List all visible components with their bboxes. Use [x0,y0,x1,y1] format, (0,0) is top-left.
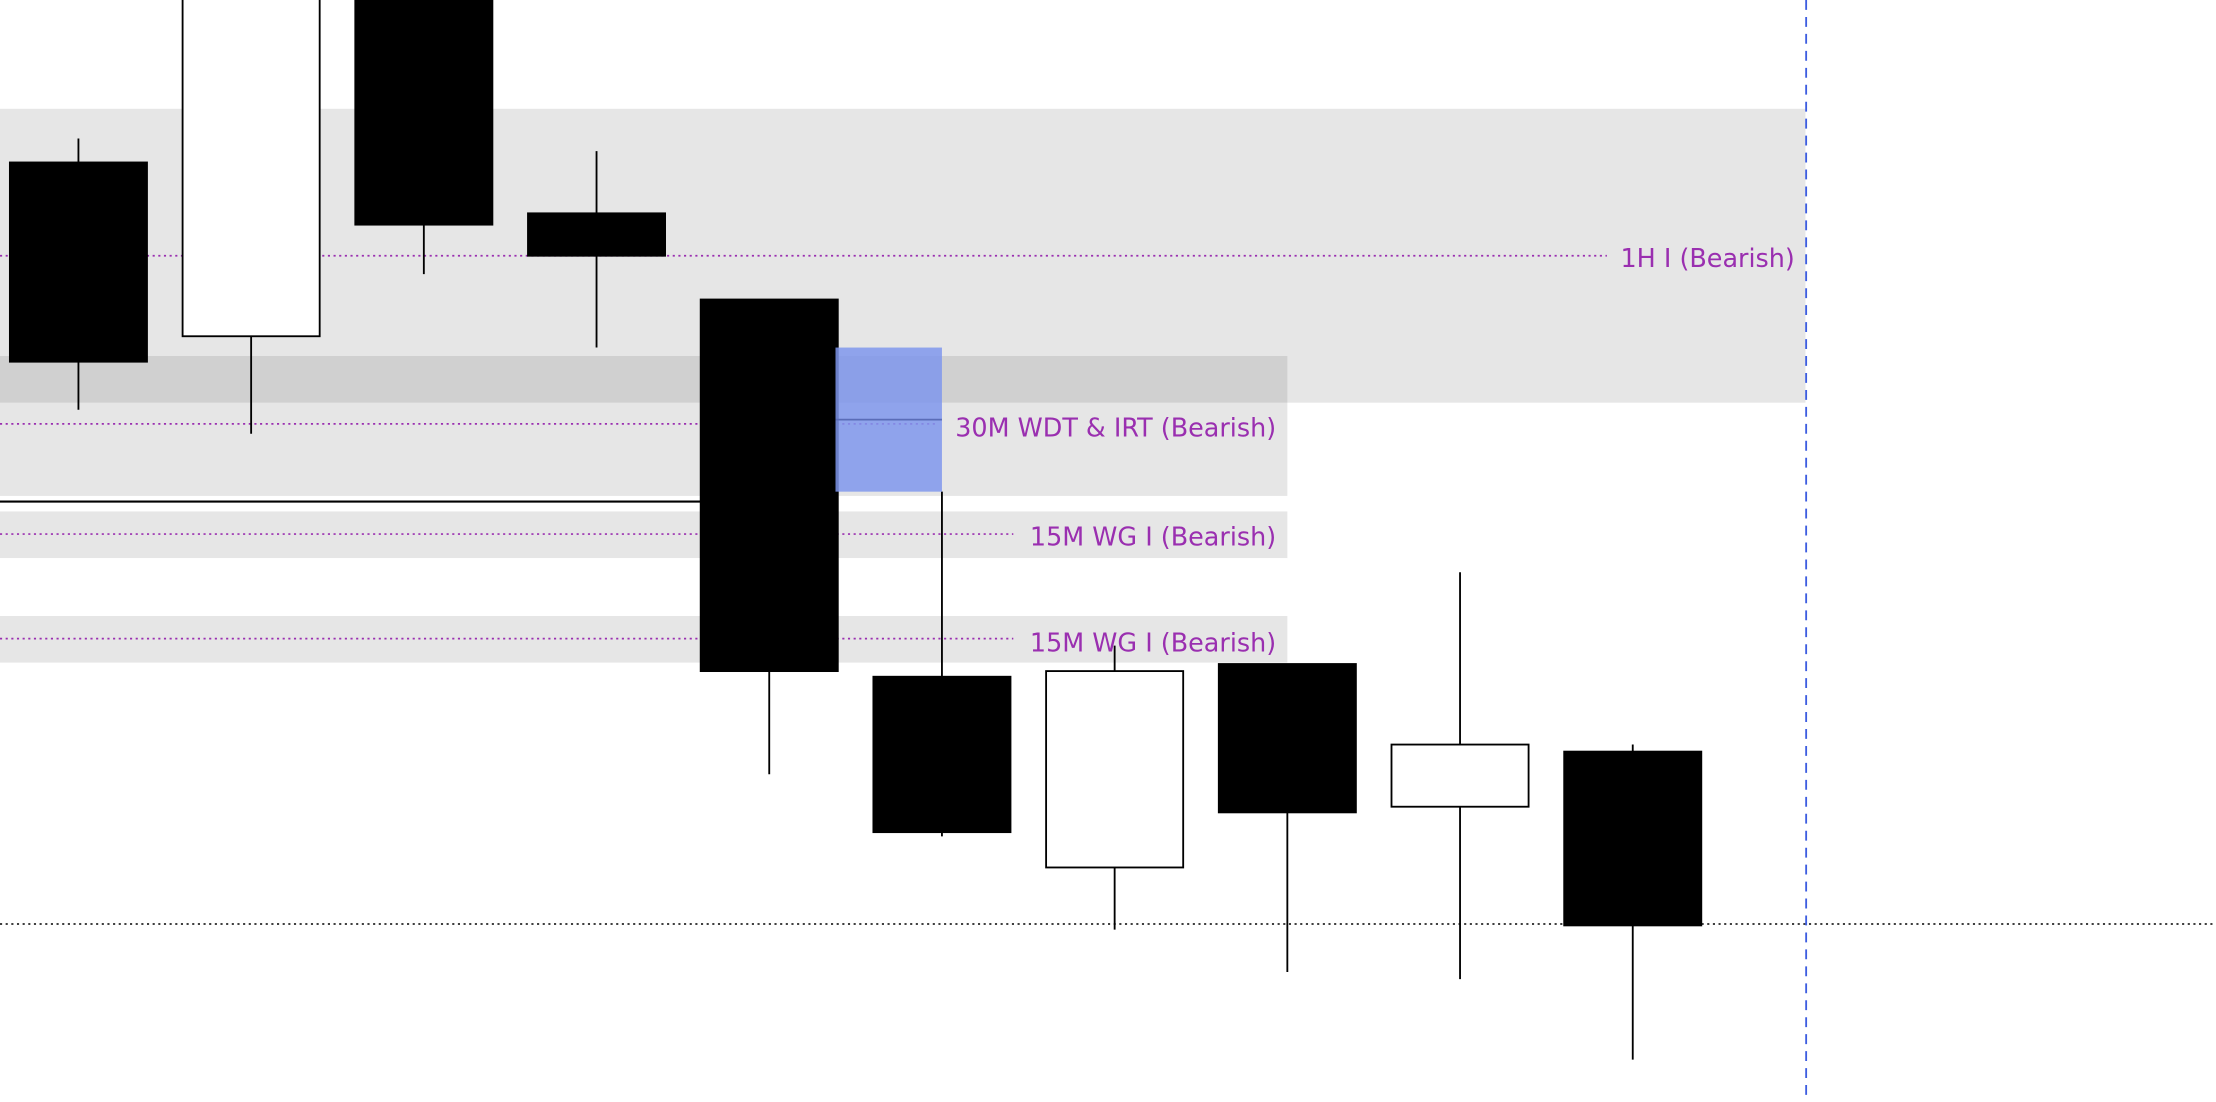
zone-overlap [0,356,1288,403]
zone-2 [0,511,1288,559]
candle-body [1390,743,1530,808]
candle-body [527,212,667,257]
zone-label-1h: 1H I (Bearish) [1620,243,1794,273]
zones-layer [0,108,1806,663]
candle-body [699,298,839,673]
candle-body [1045,670,1185,869]
zone-label-30m: 30M WDT & IRT (Bearish) [955,413,1276,443]
candle-body [181,0,321,338]
labels-layer: 1H I (Bearish) 30M WDT & IRT (Bearish) 1… [955,243,1795,657]
candle-body [872,675,1012,834]
zone-label-15m-2: 15M WG I (Bearish) [1030,627,1276,657]
zone-3 [0,615,1288,663]
candle-body [1563,750,1703,927]
candle-body [1217,663,1357,814]
candle-body [8,161,148,363]
candle-body [354,0,494,226]
zone-label-15m-1: 15M WG I (Bearish) [1030,521,1276,551]
candles-layer [8,0,1703,1060]
